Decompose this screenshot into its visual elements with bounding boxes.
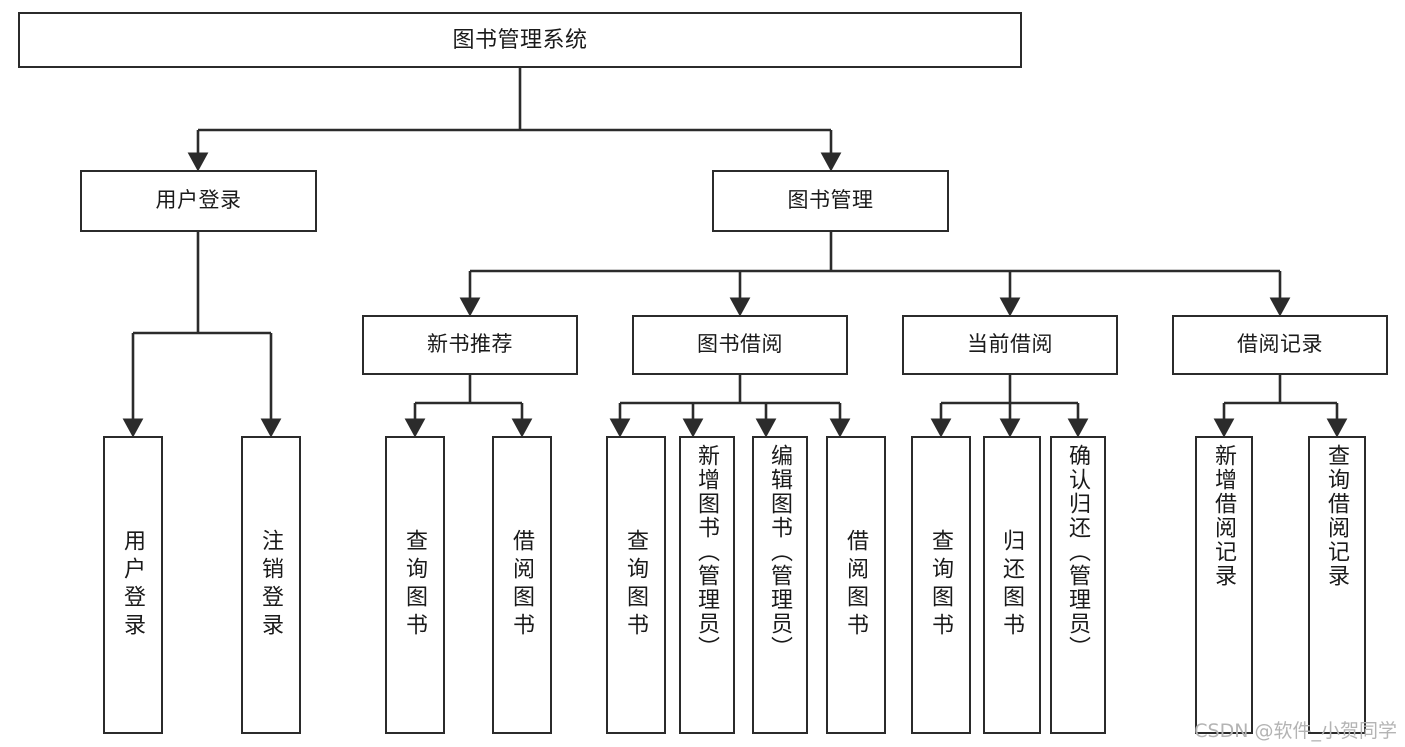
node-label: 图书借阅: [697, 332, 783, 356]
node-book-manage[interactable]: 图书管理: [712, 170, 949, 232]
node-label: 查询图书: [623, 529, 649, 641]
leaf-book-borrow-add[interactable]: 新增图书（管理员）: [679, 436, 735, 734]
node-label: 用户登录: [155, 188, 242, 212]
node-new-book-recommend[interactable]: 新书推荐: [362, 315, 578, 375]
node-label: 查询借阅记录: [1324, 444, 1350, 588]
leaf-book-borrow-query[interactable]: 查询图书: [606, 436, 666, 734]
node-label: 确认归还（管理员）: [1065, 444, 1091, 660]
leaf-borrow-record-query[interactable]: 查询借阅记录: [1308, 436, 1366, 734]
node-book-borrow[interactable]: 图书借阅: [632, 315, 848, 375]
leaf-current-borrow-query[interactable]: 查询图书: [911, 436, 971, 734]
leaf-user-login-logout[interactable]: 注销登录: [241, 436, 301, 734]
leaf-borrow-record-add[interactable]: 新增借阅记录: [1195, 436, 1253, 734]
node-label: 图书管理: [787, 188, 874, 212]
leaf-book-borrow-edit[interactable]: 编辑图书（管理员）: [752, 436, 808, 734]
node-label: 查询图书: [928, 529, 954, 641]
node-current-borrow[interactable]: 当前借阅: [902, 315, 1118, 375]
node-label: 借阅记录: [1237, 332, 1323, 356]
leaf-user-login-login[interactable]: 用户登录: [103, 436, 163, 734]
leaf-new-book-query[interactable]: 查询图书: [385, 436, 445, 734]
node-borrow-record[interactable]: 借阅记录: [1172, 315, 1388, 375]
leaf-current-borrow-confirm[interactable]: 确认归还（管理员）: [1050, 436, 1106, 734]
node-label: 借阅图书: [509, 529, 535, 641]
node-user-login[interactable]: 用户登录: [80, 170, 317, 232]
leaf-new-book-borrow[interactable]: 借阅图书: [492, 436, 552, 734]
leaf-current-borrow-return[interactable]: 归还图书: [983, 436, 1041, 734]
watermark-text: CSDN @软件_小贺同学: [1194, 720, 1397, 742]
node-label: 查询图书: [402, 529, 428, 641]
node-label: 图书管理系统: [452, 27, 588, 53]
node-label: 借阅图书: [843, 529, 869, 641]
node-root-system[interactable]: 图书管理系统: [18, 12, 1022, 68]
node-label: 编辑图书（管理员）: [767, 444, 793, 660]
node-label: 用户登录: [120, 529, 146, 641]
leaf-book-borrow-borrow[interactable]: 借阅图书: [826, 436, 886, 734]
node-label: 新增借阅记录: [1211, 444, 1237, 588]
node-label: 当前借阅: [967, 332, 1053, 356]
node-label: 新书推荐: [427, 332, 513, 356]
node-label: 新增图书（管理员）: [694, 444, 720, 660]
node-label: 注销登录: [258, 529, 284, 641]
node-label: 归还图书: [999, 529, 1025, 641]
